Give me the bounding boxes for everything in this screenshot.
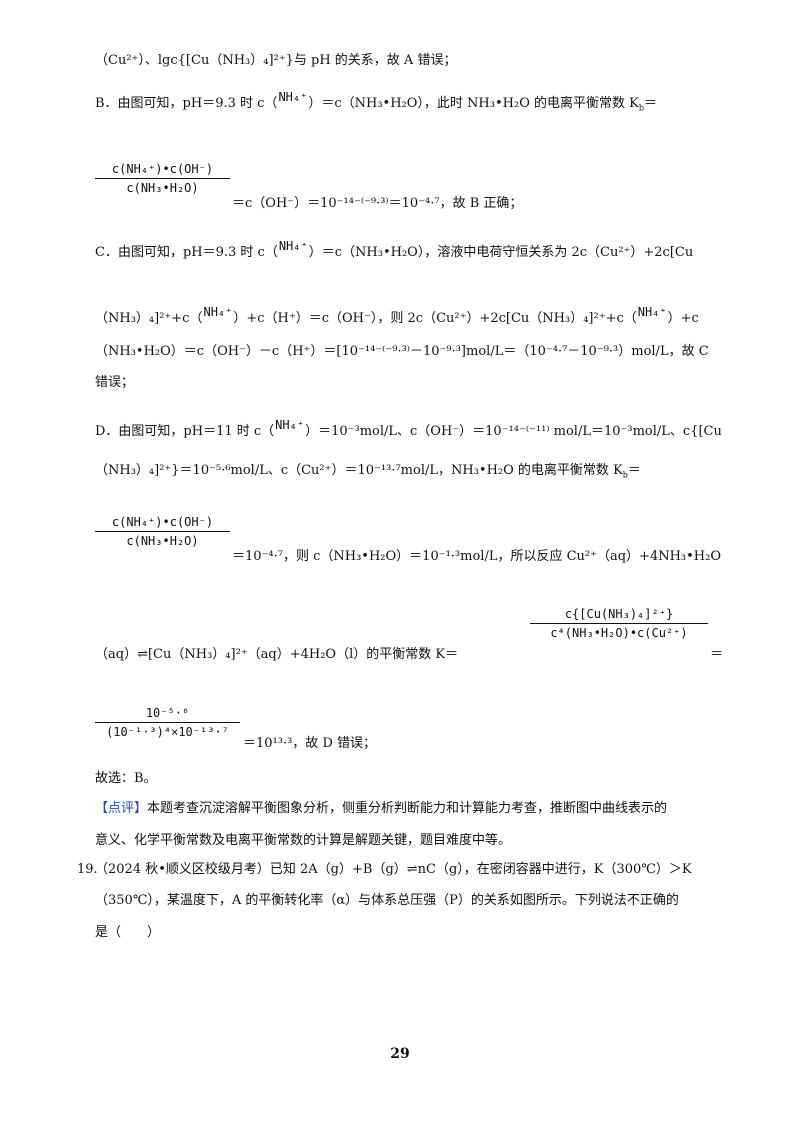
question-line: （2024 秋•顺义区校级月考）已知 2A（g）+B（g）⇌nC（g），在密闭容… xyxy=(95,862,692,877)
fraction-numerator: 10⁻⁵·⁶ xyxy=(145,706,190,720)
question-line: （350℃），某温度下，A 的平衡转化率（α）与体系总压强（P）的关系如图所示。… xyxy=(95,893,679,908)
ammonium-formula: NH₄⁺ xyxy=(637,305,667,319)
text-span: ）+c（H⁺）＝c（OH⁻），则 2c（Cu²⁺）+2c[Cu（NH₃）₄]²⁺… xyxy=(233,311,637,326)
fraction-kb: c(NH₄⁺)•c(OH⁻) c(NH₃•H₂O) xyxy=(95,162,230,195)
ammonium-formula: NH₄⁺ xyxy=(275,418,305,432)
text-span: B．由图可知，pH＝9.3 时 c（ xyxy=(95,96,278,111)
question-number: 19. xyxy=(77,862,98,877)
text-span: ）＝c（NH₃•H₂O），溶液中电荷守恒关系为 2c（Cu²⁺）+2c[Cu xyxy=(308,245,694,260)
text-span: （NH₃）₄]²⁺}＝10⁻⁵·⁶mol/L、c（Cu²⁺）＝10⁻¹³·⁷mo… xyxy=(95,463,623,478)
subscript: b xyxy=(638,103,644,113)
text-line: ＝10¹³·³，故 D 错误； xyxy=(243,736,376,751)
text-line: ＝ xyxy=(710,647,724,662)
fraction-bar xyxy=(95,178,230,179)
text-line: B．由图可知，pH＝9.3 时 c（NH₄⁺）＝c（NH₃•H₂O），此时 NH… xyxy=(95,90,705,118)
ammonium-formula: NH₄⁺ xyxy=(278,90,308,104)
fraction-denominator: c⁴(NH₃•H₂O)•c(Cu²⁺) xyxy=(550,626,688,640)
fraction-numerator: c{[Cu(NH₃)₄]²⁺} xyxy=(564,607,674,621)
text-line: （NH₃）₄]²⁺+c（NH₄⁺）+c（H⁺）＝c（OH⁻），则 2c（Cu²⁺… xyxy=(95,305,705,328)
fraction-bar xyxy=(95,722,240,723)
fraction-bar xyxy=(530,623,708,624)
text-span: C．由图可知，pH＝9.3 时 c（ xyxy=(95,245,278,260)
ammonium-formula: NH₄⁺ xyxy=(278,239,308,253)
fraction-denominator: c(NH₃•H₂O) xyxy=(126,534,199,548)
question-line: 是（ ） xyxy=(95,925,161,940)
text-span: 本题考查沉淀溶解平衡图象分析，侧重分析判断能力和计算能力考查，推断图中曲线表示的 xyxy=(147,801,668,816)
fraction-value: 10⁻⁵·⁶ (10⁻¹·³)⁴×10⁻¹³·⁷ xyxy=(95,706,240,739)
fraction-numerator: c(NH₄⁺)•c(OH⁻) xyxy=(111,515,214,529)
text-line: D．由图可知，pH＝11 时 c（NH₄⁺）＝10⁻³mol/L、c（OH⁻）＝… xyxy=(95,418,722,441)
answer-line: 故选：B。 xyxy=(95,771,157,786)
text-span: ）＝c（NH₃•H₂O），此时 NH₃•H₂O 的电离平衡常数 K xyxy=(308,96,639,111)
fraction-bar xyxy=(95,531,230,532)
fraction-k: c{[Cu(NH₃)₄]²⁺} c⁴(NH₃•H₂O)•c(Cu²⁺) xyxy=(530,607,708,640)
fraction-kb: c(NH₄⁺)•c(OH⁻) c(NH₃•H₂O) xyxy=(95,515,230,548)
text-span: ）＝10⁻³mol/L、c（OH⁻）＝10⁻¹⁴⁻⁽⁻¹¹⁾ mol/L＝10⁻… xyxy=(305,424,722,439)
text-line: （NH₃）₄]²⁺}＝10⁻⁵·⁶mol/L、c（Cu²⁺）＝10⁻¹³·⁷mo… xyxy=(95,462,641,485)
text-span: ＝ xyxy=(643,96,657,111)
text-span: （NH₃）₄]²⁺+c（ xyxy=(95,311,203,326)
fraction-numerator: c(NH₄⁺)•c(OH⁻) xyxy=(111,162,214,176)
ammonium-formula: NH₄⁺ xyxy=(203,305,233,319)
text-span: ＝ xyxy=(627,463,641,478)
fraction-denominator: c(NH₃•H₂O) xyxy=(126,181,199,195)
text-line: ＝c（OH⁻）＝10⁻¹⁴⁻⁽⁻⁹·³⁾＝10⁻⁴·⁷，故 B 正确； xyxy=(232,196,523,211)
comment-line: 意义、化学平衡常数及电离平衡常数的计算是解题关键，题目难度中等。 xyxy=(95,833,512,848)
text-line: C．由图可知，pH＝9.3 时 c（NH₄⁺）＝c（NH₃•H₂O），溶液中电荷… xyxy=(95,239,705,262)
text-line: （NH₃•H₂O）＝c（OH⁻）－c（H⁺）＝[10⁻¹⁴⁻⁽⁻⁹·³⁾－10⁻… xyxy=(95,344,709,359)
text-span: D．由图可知，pH＝11 时 c（ xyxy=(95,424,275,439)
text-line: 错误； xyxy=(95,375,135,390)
comment-line: 【点评】本题考查沉淀溶解平衡图象分析，侧重分析判断能力和计算能力考查，推断图中曲… xyxy=(95,800,667,818)
page-number: 29 xyxy=(390,1046,410,1062)
text-line: ＝10⁻⁴·⁷，则 c（NH₃•H₂O）＝10⁻¹·³mol/L，所以反应 Cu… xyxy=(232,549,722,564)
text-line: （aq）⇌[Cu（NH₃）₄]²⁺（aq）+4H₂O（l）的平衡常数 K＝ xyxy=(95,647,459,662)
text-line: （Cu²⁺）、lgc{[Cu（NH₃）₄]²⁺}与 pH 的关系，故 A 错误； xyxy=(95,53,457,68)
text-span: ）+c xyxy=(667,311,699,326)
comment-tag: 【点评】 xyxy=(95,801,148,816)
subscript: b xyxy=(622,470,628,480)
fraction-denominator: (10⁻¹·³)⁴×10⁻¹³·⁷ xyxy=(106,725,229,739)
